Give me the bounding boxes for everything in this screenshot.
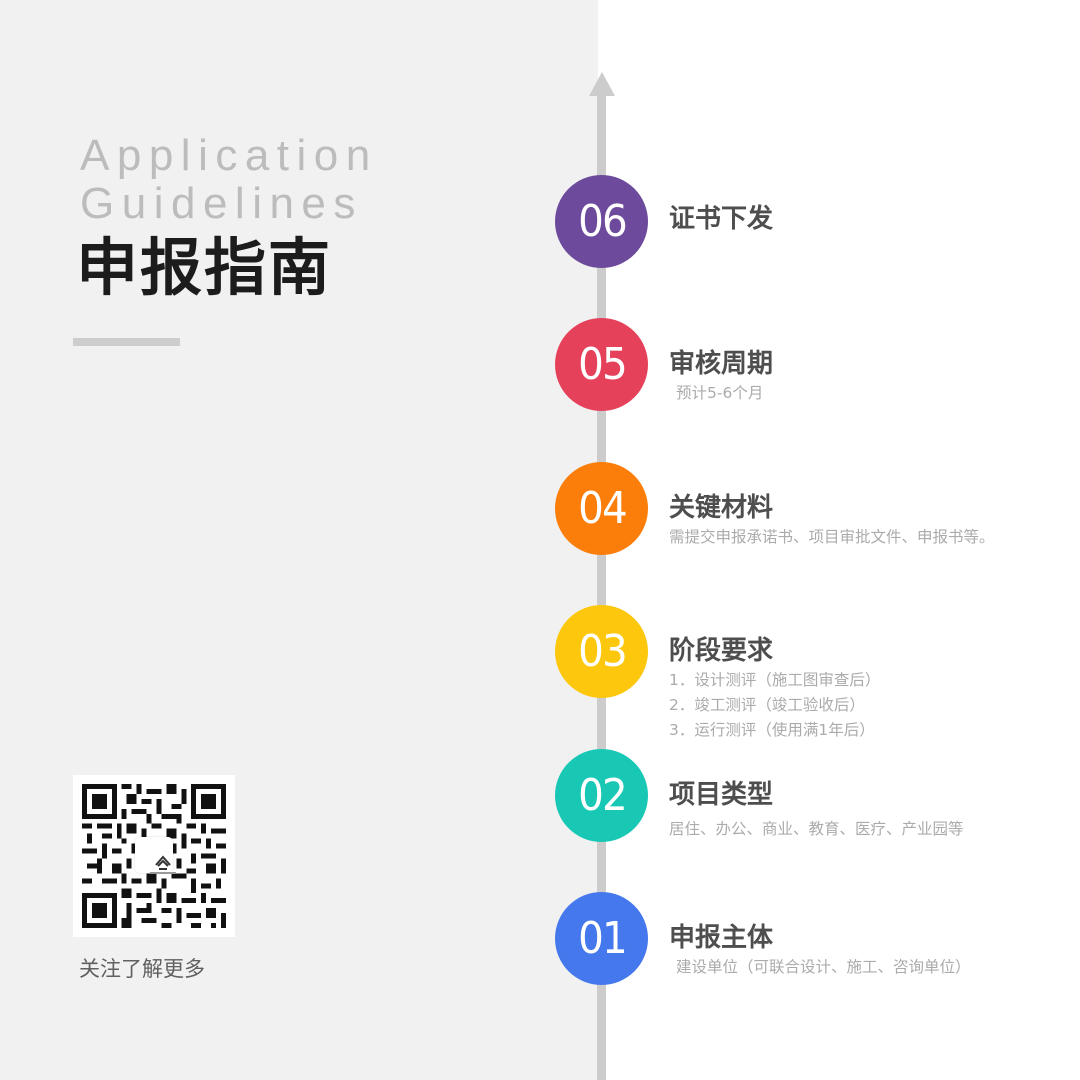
title-divider — [73, 338, 180, 346]
step-description: 居住、办公、商业、教育、医疗、产业园等 — [669, 820, 964, 838]
step-number: 01 — [577, 913, 628, 964]
step-title: 阶段要求 — [669, 636, 774, 666]
timeline-step-04: 04 关键材料 需提交申报承诺书、项目审批文件、申报书等。 — [0, 462, 1080, 556]
step-number-badge: 02 — [555, 749, 648, 842]
timeline-step-06: 06 证书下发 — [0, 175, 1080, 269]
timeline-step-01: 01 申报主体 建设单位（可联合设计、施工、咨询单位） — [0, 892, 1080, 986]
step-number-badge: 03 — [555, 605, 648, 698]
timeline-step-02: 02 项目类型 居住、办公、商业、教育、医疗、产业园等 — [0, 749, 1080, 843]
step-number: 06 — [577, 196, 628, 247]
step-number-badge: 01 — [555, 892, 648, 985]
english-title-line-1: Application — [80, 131, 378, 180]
step-number: 02 — [577, 770, 628, 821]
step-number: 03 — [577, 626, 628, 677]
step-number-badge: 04 — [555, 462, 648, 555]
step-title: 项目类型 — [669, 780, 774, 810]
step-description: 需提交申报承诺书、项目审批文件、申报书等。 — [669, 528, 995, 546]
english-title-line-2: Guidelines — [80, 179, 363, 228]
step-description: 预计5-6个月 — [676, 384, 764, 402]
english-title: Application Guidelines — [80, 132, 378, 228]
qr-code[interactable] — [73, 775, 235, 937]
step-title: 审核周期 — [669, 349, 774, 379]
step-number-badge: 05 — [555, 318, 648, 411]
step-number: 04 — [577, 483, 628, 534]
qr-center-logo-icon — [135, 837, 176, 874]
step-number: 05 — [577, 339, 628, 390]
qr-code-icon — [82, 784, 226, 928]
step-title: 关键材料 — [669, 493, 774, 523]
arrow-up-icon — [589, 72, 615, 96]
step-title: 申报主体 — [669, 923, 774, 953]
step-description-line-2: 2．竣工测评（竣工验收后） — [669, 696, 865, 714]
qr-caption: 关注了解更多 — [79, 957, 205, 981]
step-description-line-1: 1．设计测评（施工图审查后） — [669, 671, 881, 689]
page-title: 申报指南 — [76, 231, 333, 304]
timeline-step-03: 03 阶段要求 1．设计测评（施工图审查后） 2．竣工测评（竣工验收后） 3．运… — [0, 605, 1080, 739]
step-description: 建设单位（可联合设计、施工、咨询单位） — [676, 958, 971, 976]
step-number-badge: 06 — [555, 175, 648, 268]
step-title: 证书下发 — [669, 204, 774, 234]
step-description-line-3: 3．运行测评（使用满1年后） — [669, 721, 875, 739]
timeline-line — [597, 92, 606, 1080]
timeline-step-05: 05 审核周期 预计5-6个月 — [0, 318, 1080, 412]
